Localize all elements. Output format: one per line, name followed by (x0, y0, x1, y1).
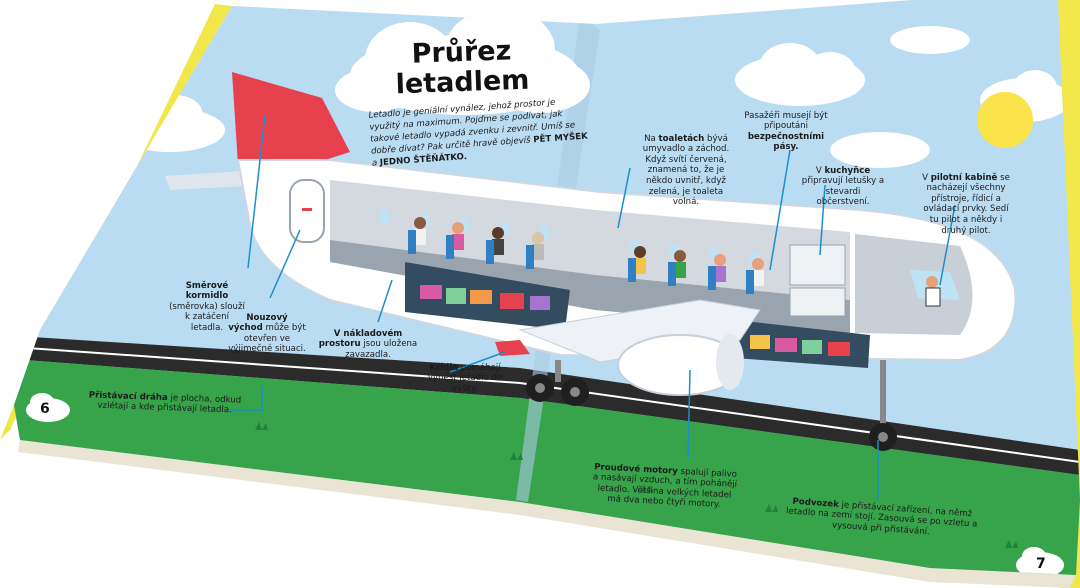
label-cockpit-pre: V (922, 172, 931, 183)
seats (408, 230, 754, 294)
label-galley-bold: kuchyňce (824, 165, 871, 176)
callout-lines (230, 114, 956, 500)
label-cockpit: V pilotní kabině se nacházejí všechny př… (920, 162, 1012, 236)
page-cloud-left (26, 393, 70, 422)
cloud-right (115, 26, 1070, 168)
label-wings-rest: pomáhají vynést letadlo do výšky. (427, 362, 503, 394)
label-wings-bold: Křídla (429, 362, 459, 373)
sun (977, 92, 1033, 148)
page-number-right: 7 (1036, 556, 1046, 572)
label-galley-rest: připravují letušky a stevardi občerstven… (801, 176, 885, 208)
page-number-left: 6 (40, 401, 50, 417)
cockpit-interior (855, 234, 973, 335)
label-cockpit-rest: se nacházejí všechny přístroje, řídicí a… (923, 172, 1010, 236)
label-cargo-bold: V nákladovém prostoru (318, 328, 403, 350)
label-wings: Křídla pomáhají vynést letadlo do výšky. (425, 352, 505, 394)
label-seatbelts-bold: bezpečnostními pásy. (747, 131, 825, 153)
label-galley-pre: V (815, 165, 825, 176)
page-stack-right (520, 502, 1076, 588)
grass-tufts (255, 422, 1018, 548)
galley (789, 244, 846, 317)
label-toilets-rest: bývá umyvadlo a záchod. Když svítí červe… (642, 133, 730, 208)
label-rudder: Směrové kormidlo (směrovka) slouží k zat… (168, 270, 246, 334)
luggage (420, 285, 850, 356)
label-galley: V kuchyňce připravují letušky a stevardi… (800, 155, 886, 208)
label-cargo: V nákladovém prostoru jsou uložena zavaz… (318, 318, 418, 360)
label-cockpit-bold: pilotní kabině (930, 172, 998, 183)
label-runway: Přistávací dráha je plocha, odkud vzléta… (79, 379, 250, 417)
label-toilets-pre: Na (644, 133, 659, 144)
intro-body: Letadlo je geniální vynález, jehož prost… (368, 97, 576, 157)
passengers (414, 217, 941, 307)
title-cloud (335, 8, 590, 115)
label-rudder-bold: Směrové kormidlo (185, 280, 229, 302)
label-engines: Proudové motory spalují palivo a nasávaj… (589, 451, 742, 512)
intro-highlight-mice: PĚT MYŠEK (533, 131, 589, 146)
label-toilets: Na toaletách bývá umyvadlo a záchod. Kdy… (640, 123, 732, 208)
wing (518, 299, 761, 363)
runway (14, 335, 1080, 475)
page-title: Průřez letadlem (395, 35, 530, 101)
label-emergency-exit-bold: Nouzový východ (228, 312, 288, 334)
page-cloud-right (1016, 547, 1064, 575)
label-rudder-rest: (směrovka) slouží k zatáčení letadla. (169, 301, 245, 333)
landing-gear (526, 360, 897, 451)
page-stack-left (18, 440, 520, 515)
jet-engine-intake (716, 334, 744, 390)
label-toilets-bold: toaletách (658, 133, 705, 144)
label-emergency-exit: Nouzový východ může být otevřen ve výjim… (228, 302, 306, 355)
label-cargo-rest: jsou uložena zavazadla. (345, 339, 418, 360)
label-emergency-exit-rest: může být otevřen ve výjimečné situaci. (228, 323, 306, 355)
emergency-door-handle (302, 208, 312, 211)
label-seatbelts-pre: Pasažéři musejí být připoutáni (744, 110, 828, 132)
label-seatbelts: Pasažéři musejí být připoutáni bezpečnos… (742, 100, 830, 153)
